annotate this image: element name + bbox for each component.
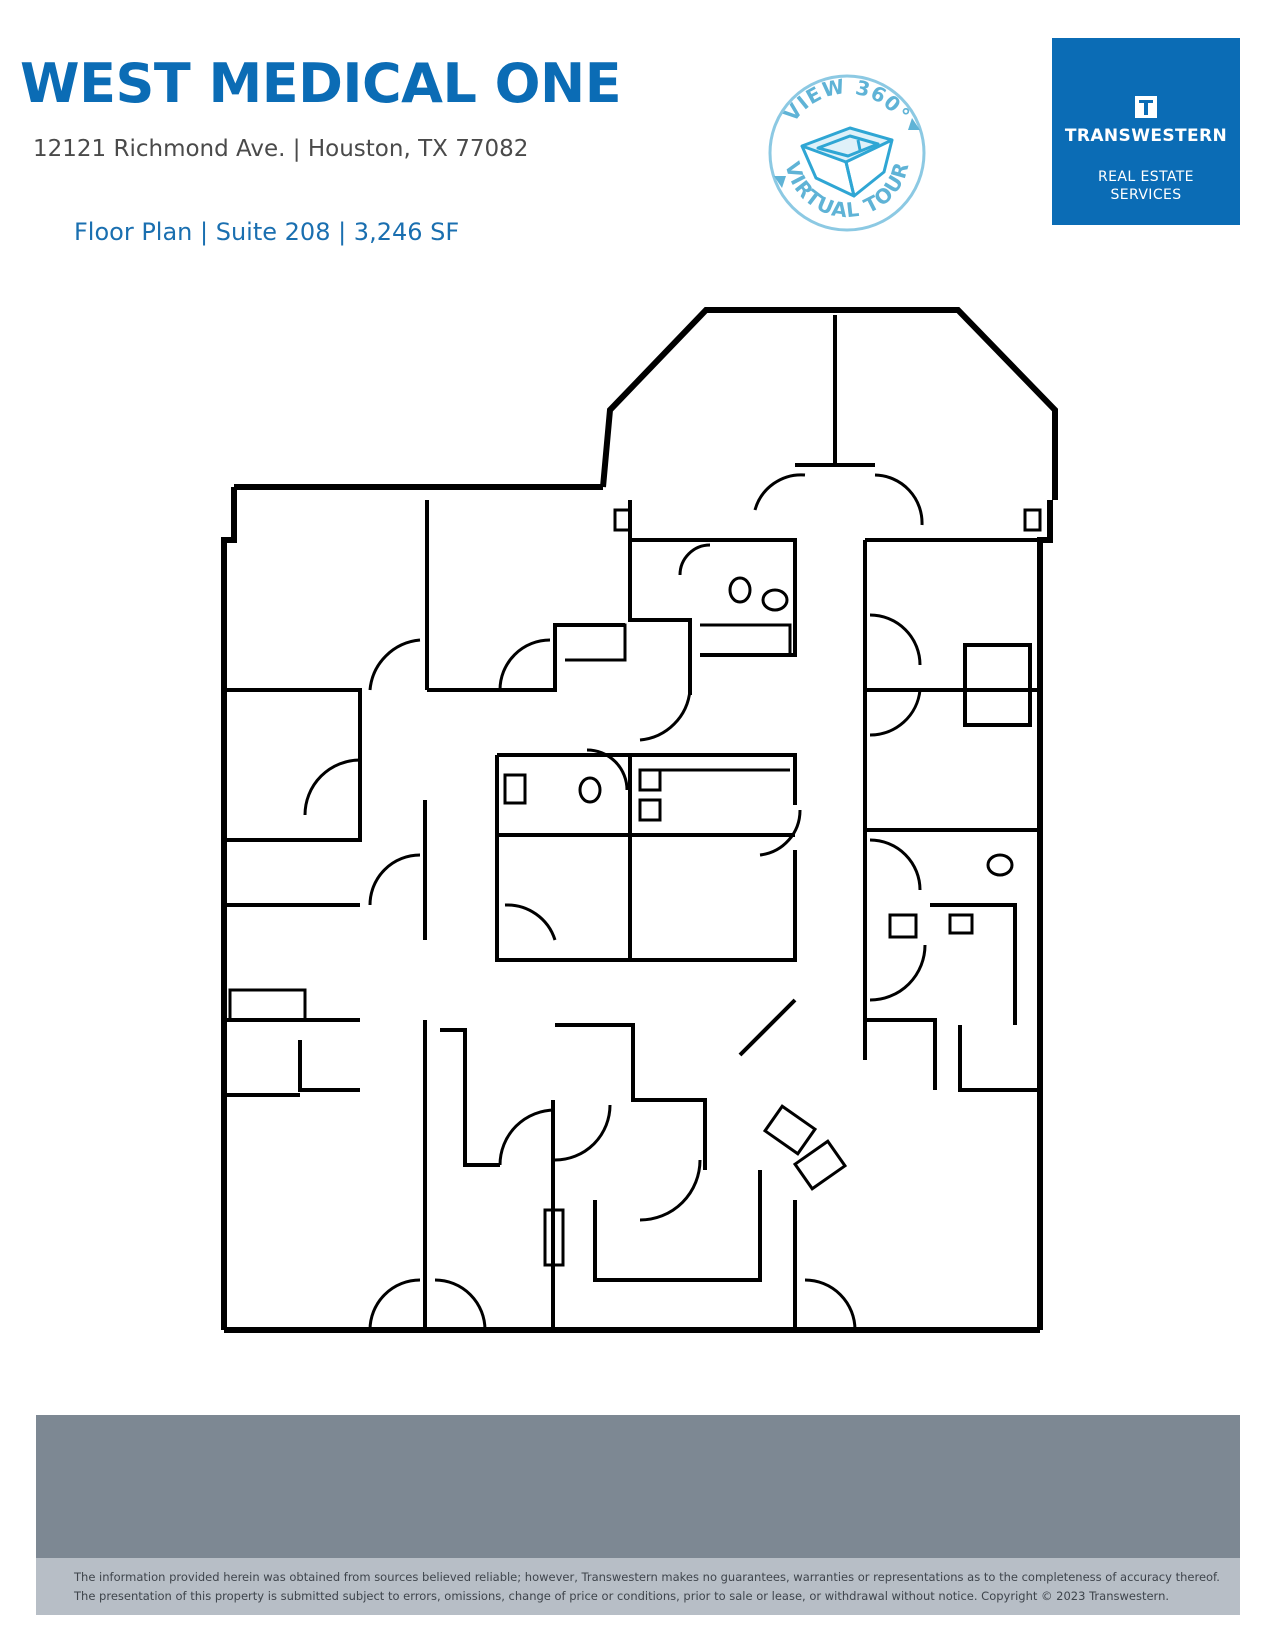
- room-3d-icon: [800, 126, 894, 198]
- floor-plan-subtitle: Floor Plan | Suite 208 | 3,246 SF: [74, 218, 460, 246]
- page-title: WEST MEDICAL ONE: [20, 52, 622, 115]
- door-swings: [303, 473, 927, 1331]
- floor-plan-drawing: [221, 307, 1058, 1333]
- fixtures: [228, 508, 1042, 1267]
- interior-walls: [224, 315, 1040, 1330]
- transwestern-logo: TRANSWESTERN REAL ESTATE SERVICES: [1052, 38, 1240, 225]
- disclaimer-line-1: The information provided herein was obta…: [74, 1570, 1220, 1584]
- disclaimer: The information provided herein was obta…: [74, 1568, 1224, 1606]
- disclaimer-band: [36, 1558, 1240, 1615]
- logo-tagline-line1: REAL ESTATE: [1098, 169, 1194, 185]
- logo-tagline-line2: SERVICES: [1110, 187, 1182, 203]
- disclaimer-line-2: The presentation of this property is sub…: [74, 1589, 1170, 1603]
- transwestern-logo-icon: [1135, 96, 1157, 118]
- logo-tagline: REAL ESTATE SERVICES: [1052, 168, 1240, 204]
- virtual-tour-badge[interactable]: VIEW 360° VIRTUAL TOUR: [762, 68, 932, 238]
- footer-band: [36, 1415, 1240, 1558]
- logo-name: TRANSWESTERN: [1064, 126, 1228, 146]
- property-address: 12121 Richmond Ave. | Houston, TX 77082: [33, 136, 529, 162]
- exterior-walls: [221, 307, 1058, 1333]
